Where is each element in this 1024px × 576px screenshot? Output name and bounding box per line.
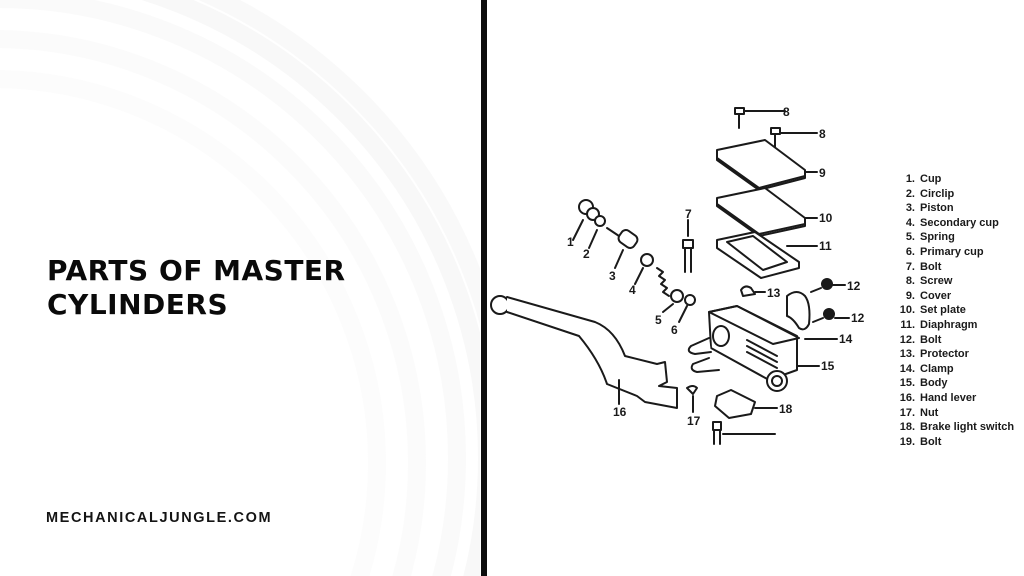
callout-10: 10	[819, 211, 833, 225]
legend-item: 15.Body	[899, 377, 948, 390]
left-banner-panel: PARTS OF MASTER CYLINDERS MECHANICALJUNG…	[0, 0, 480, 576]
callout-3: 3	[609, 269, 616, 283]
callout-14: 14	[839, 332, 853, 346]
cover-icon	[716, 139, 818, 191]
legend-item: 1.Cup	[905, 173, 942, 185]
callout-8a: 8	[783, 105, 790, 119]
screw-icon	[734, 107, 818, 151]
callout-11: 11	[819, 239, 832, 253]
master-cylinder-exploded-diagram: 8 8 9 10 11 12 12 13 14 15 16 17 18 1 2 …	[490, 105, 865, 445]
legend-item: 14.Clamp	[899, 362, 954, 375]
nut-icon	[686, 385, 698, 413]
legend-item: 18.Brake light switch	[899, 421, 1015, 434]
title-line-2: CYLINDERS	[47, 288, 229, 321]
callout-18: 18	[779, 402, 793, 416]
vertical-divider	[481, 0, 487, 576]
hand-lever-icon	[490, 295, 678, 409]
legend-item: 5.Spring	[905, 231, 955, 244]
legend-item: 9.Cover	[905, 289, 952, 302]
callout-2: 2	[583, 247, 590, 261]
secondary-cup-icon	[634, 253, 654, 285]
bolt-12-icon	[810, 278, 850, 323]
legend-item: 8.Screw	[905, 275, 953, 288]
callout-1: 1	[567, 235, 574, 249]
legend-item: 11.Diaphragm	[900, 318, 978, 331]
callout-5: 5	[655, 313, 662, 327]
callout-17: 17	[687, 414, 701, 428]
cup-circlip-icon	[572, 199, 606, 249]
callout-9: 9	[819, 166, 826, 180]
legend-item: 13.Protector	[899, 348, 969, 361]
callout-12a: 12	[847, 279, 861, 293]
legend-item: 6.Primary cup	[905, 245, 984, 258]
page-title: PARTS OF MASTER CYLINDERS	[47, 254, 346, 322]
piston-icon	[606, 227, 639, 269]
body-icon	[687, 305, 820, 392]
callout-6: 6	[671, 323, 678, 337]
clamp-icon	[786, 291, 838, 340]
website-label: MECHANICALJUNGLE.COM	[46, 510, 273, 526]
legend-item: 19.Bolt	[899, 435, 942, 448]
callout-16: 16	[613, 405, 627, 419]
callout-8b: 8	[819, 127, 826, 141]
brake-light-switch-icon	[714, 389, 778, 419]
legend-item: 4.Secondary cup	[905, 216, 999, 229]
callout-12b: 12	[851, 311, 865, 325]
legend-item: 3.Piston	[905, 202, 954, 215]
parts-legend: 1.Cup 2.Circlip 3.Piston 4.Secondary cup…	[885, 172, 1014, 449]
callout-4: 4	[629, 283, 636, 297]
primary-cup-icon	[678, 294, 696, 323]
legend-item: 2.Circlip	[905, 187, 955, 200]
legend-item: 16.Hand lever	[899, 391, 977, 404]
diagram-panel: 8 8 9 10 11 12 12 13 14 15 16 17 18 1 2 …	[487, 0, 1024, 576]
legend-item: 10.Set plate	[899, 304, 966, 317]
callout-15: 15	[821, 359, 835, 373]
legend-item: 7.Bolt	[905, 260, 942, 273]
bolt-19-icon	[712, 421, 776, 445]
callout-7: 7	[685, 207, 692, 221]
legend-item: 17.Nut	[899, 406, 939, 419]
set-plate-icon	[716, 187, 818, 237]
bolt-icon	[682, 219, 694, 273]
spring-icon	[656, 267, 684, 313]
protector-icon	[740, 285, 766, 297]
legend-item: 12.Bolt	[899, 333, 942, 346]
callout-13: 13	[767, 286, 781, 300]
title-line-1: PARTS OF MASTER	[47, 254, 346, 287]
diaphragm-icon	[716, 231, 818, 279]
